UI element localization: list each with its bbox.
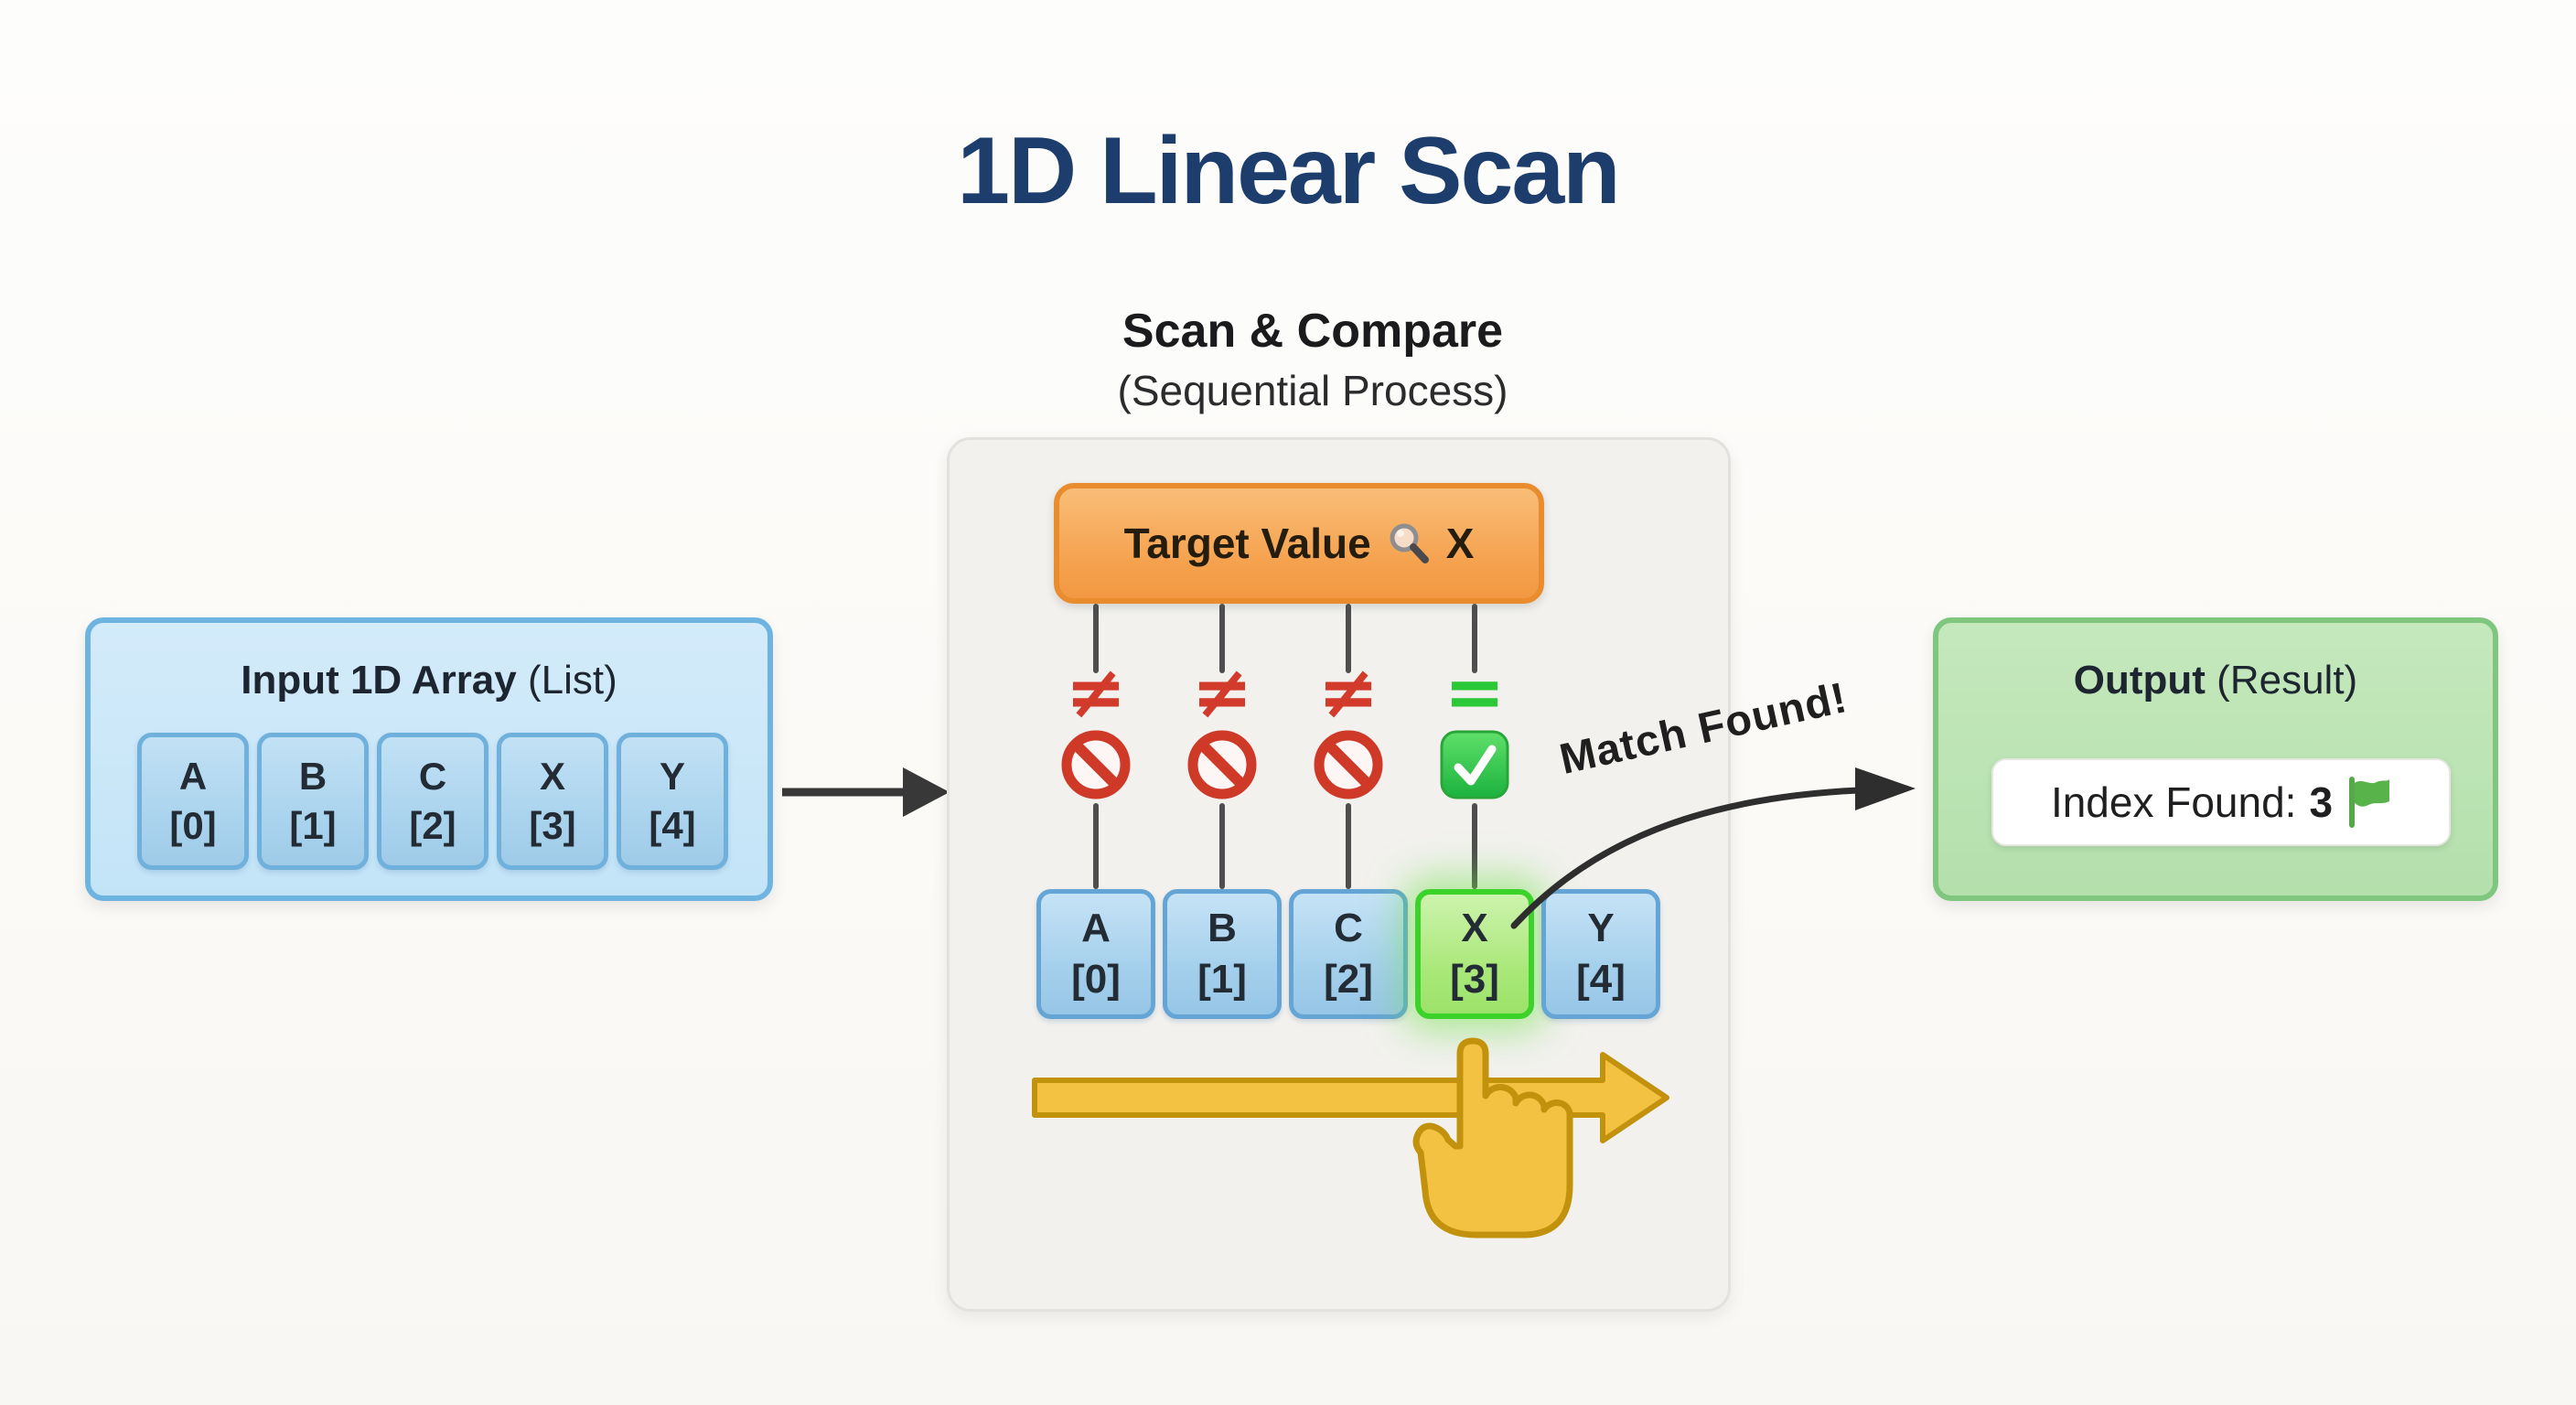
cell-index: [2] xyxy=(1324,957,1373,1002)
cell-label: C xyxy=(418,755,447,799)
output-card-title-suffix: (Result) xyxy=(2205,658,2358,702)
input-array-card-title-suffix: (List) xyxy=(516,658,617,702)
no-entry-icon xyxy=(1061,730,1131,799)
connector-line xyxy=(1472,604,1477,673)
result-box: Index Found: 3 xyxy=(1991,758,2451,846)
cell-label: B xyxy=(298,755,327,799)
connector-line xyxy=(1346,803,1351,889)
connector-line xyxy=(1093,604,1099,673)
cell-label: A xyxy=(178,755,208,799)
magnifier-icon xyxy=(1390,523,1429,563)
cell-index: [4] xyxy=(1576,957,1626,1002)
target-value-text: X xyxy=(1445,520,1475,567)
scan-cell-3-match: X [3] xyxy=(1415,889,1534,1019)
output-card: Output (Result) Index Found: 3 xyxy=(1933,617,2498,901)
input-cell-4: Y [4] xyxy=(617,733,728,870)
connector-line xyxy=(1219,604,1225,673)
input-cell-1: B [1] xyxy=(257,733,369,870)
arrow-right-icon xyxy=(1032,1052,1669,1143)
cell-index: [3] xyxy=(1450,957,1499,1002)
scan-direction-group xyxy=(1032,1037,1669,1239)
no-entry-icon xyxy=(1187,730,1257,799)
cell-label: A xyxy=(1081,905,1111,950)
page-title: 1D Linear Scan xyxy=(957,118,1620,224)
output-card-title: Output (Result) xyxy=(1938,658,2493,703)
cell-label: X xyxy=(1461,905,1488,950)
scan-cell-4: Y [4] xyxy=(1541,889,1660,1019)
result-value: 3 xyxy=(2309,778,2334,826)
input-cell-3: X [3] xyxy=(497,733,608,870)
not-equal-symbol: ≠ xyxy=(1191,649,1253,735)
connector-line xyxy=(1346,604,1351,673)
cell-index: [2] xyxy=(409,804,456,847)
cell-label: B xyxy=(1208,905,1237,950)
scan-cell-0: A [0] xyxy=(1036,889,1155,1019)
green-flag-icon xyxy=(2349,777,2390,828)
result-label: Index Found: xyxy=(2050,778,2297,826)
cell-index: [1] xyxy=(1197,957,1247,1002)
input-array-card: Input 1D Array (List) A [0] B [1] C [2] X [3… xyxy=(85,617,773,901)
cell-label: C xyxy=(1334,905,1363,950)
cell-index: [0] xyxy=(1071,957,1121,1002)
input-array-card-title-bold: Input 1D Array xyxy=(241,658,517,702)
no-entry-icon xyxy=(1314,730,1383,799)
target-value-box: Target Value X xyxy=(1054,483,1544,604)
scan-cell-1: B [1] xyxy=(1163,889,1282,1019)
not-equal-symbol: ≠ xyxy=(1317,649,1379,735)
process-heading-title: Scan & Compare xyxy=(1122,305,1504,358)
cell-index: [1] xyxy=(289,804,337,847)
cell-index: [3] xyxy=(529,804,576,847)
input-to-process-arrow xyxy=(782,767,950,817)
not-equal-symbol: ≠ xyxy=(1065,649,1127,735)
connector-line xyxy=(1472,803,1477,889)
check-mark-icon xyxy=(1440,730,1509,799)
connector-line xyxy=(1219,803,1225,889)
input-cell-2: C [2] xyxy=(377,733,488,870)
scan-cell-2: C [2] xyxy=(1289,889,1408,1019)
cell-label: X xyxy=(539,755,565,799)
output-card-title-bold: Output xyxy=(2073,658,2206,702)
cell-index: [4] xyxy=(649,804,696,847)
input-cell-0: A [0] xyxy=(137,733,249,870)
target-value-label: Target Value xyxy=(1123,520,1371,567)
process-heading-subtitle: (Sequential Process) xyxy=(1117,367,1508,414)
equal-symbol: = xyxy=(1444,649,1506,735)
pointing-hand-icon xyxy=(1412,1037,1573,1239)
process-heading: Scan & Compare (Sequential Process) xyxy=(924,304,1701,415)
cell-label: Y xyxy=(659,755,685,799)
connector-line xyxy=(1093,803,1099,889)
cell-index: [0] xyxy=(169,804,217,847)
input-array-card-title: Input 1D Array (List) xyxy=(91,658,767,703)
cell-label: Y xyxy=(1587,905,1615,950)
match-found-arrow xyxy=(1510,767,1916,929)
